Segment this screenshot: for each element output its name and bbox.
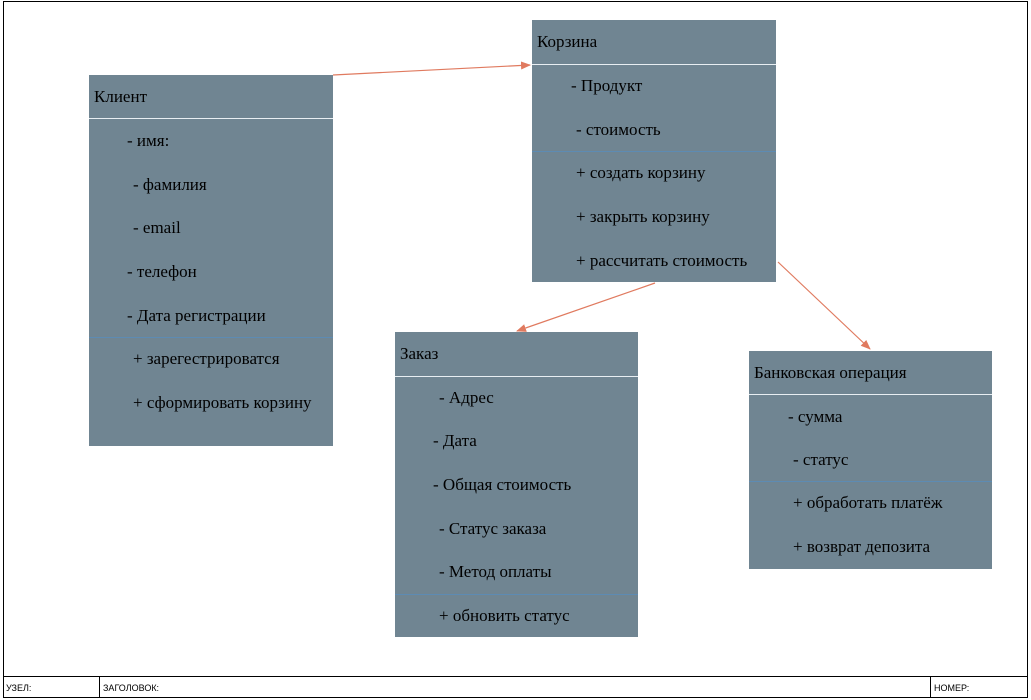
class-client-title-divider — [89, 118, 333, 119]
class-bank-operation[interactable]: Банковская операция - сумма - статус + о… — [749, 351, 992, 569]
class-order-title-divider — [395, 376, 638, 377]
class-client-method-make-cart: + сформировать корзину — [133, 393, 312, 412]
class-order-attr-total: - Общая стоимость — [433, 475, 572, 494]
class-bank-attr-amount: - сумма — [788, 407, 843, 426]
class-order-attr-address: - Адрес — [439, 388, 494, 407]
class-cart-method-create: + создать корзину — [576, 163, 706, 182]
class-bank-title-divider — [749, 394, 992, 395]
class-cart-method-close: + закрыть корзину — [576, 207, 710, 226]
class-client-attr-name: - имя: — [127, 131, 170, 150]
title-block-number: НОМЕР: — [934, 683, 970, 693]
class-order-attr-payment: - Метод оплаты — [439, 562, 552, 581]
class-order-attr-date: - Дата — [433, 431, 477, 450]
class-order-method-update: + обновить статус — [439, 606, 570, 625]
class-client-attr-surname: - фамилия — [133, 175, 207, 194]
class-order-title: Заказ — [400, 344, 439, 363]
class-order[interactable]: Заказ - Адрес - Дата - Общая стоимость -… — [395, 332, 638, 637]
class-client-methods-divider — [89, 337, 333, 338]
class-cart-attr-cost: - стоимость — [576, 120, 661, 139]
class-order-methods-divider — [395, 594, 638, 595]
class-client[interactable]: Клиент - имя: - фамилия - email - телефо… — [89, 75, 333, 446]
diagram-frame — [3, 1, 1028, 698]
class-client-attr-phone: - телефон — [127, 262, 197, 281]
class-cart-attr-product: - Продукт — [571, 76, 643, 95]
class-client-method-register: + зарегестрироватся — [133, 349, 280, 368]
class-client-attr-regdate: - Дата регистрации — [127, 306, 266, 325]
class-order-attr-status: - Статус заказа — [439, 519, 547, 538]
class-cart-title-divider — [532, 64, 776, 65]
title-block-node: УЗЕЛ: — [3, 677, 100, 698]
class-client-title: Клиент — [94, 87, 147, 106]
title-block-heading: ЗАГОЛОВОК: — [100, 677, 931, 698]
class-cart[interactable]: Корзина - Продукт - стоимость + создать … — [532, 20, 776, 282]
class-bank-attr-status: - статус — [793, 450, 849, 469]
class-cart-methods-divider — [532, 151, 776, 152]
class-client-attr-email: - email — [133, 218, 181, 237]
class-bank-method-process: + обработать платёж — [793, 493, 943, 512]
title-block: УЗЕЛ: ЗАГОЛОВОК: НОМЕР: — [3, 676, 1028, 698]
class-bank-method-refund: + возврат депозита — [793, 537, 931, 556]
class-cart-title: Корзина — [537, 32, 598, 51]
class-bank-methods-divider — [749, 481, 992, 482]
class-bank-title: Банковская операция — [754, 363, 907, 382]
class-cart-method-calc: + рассчитать стоимость — [576, 251, 748, 270]
